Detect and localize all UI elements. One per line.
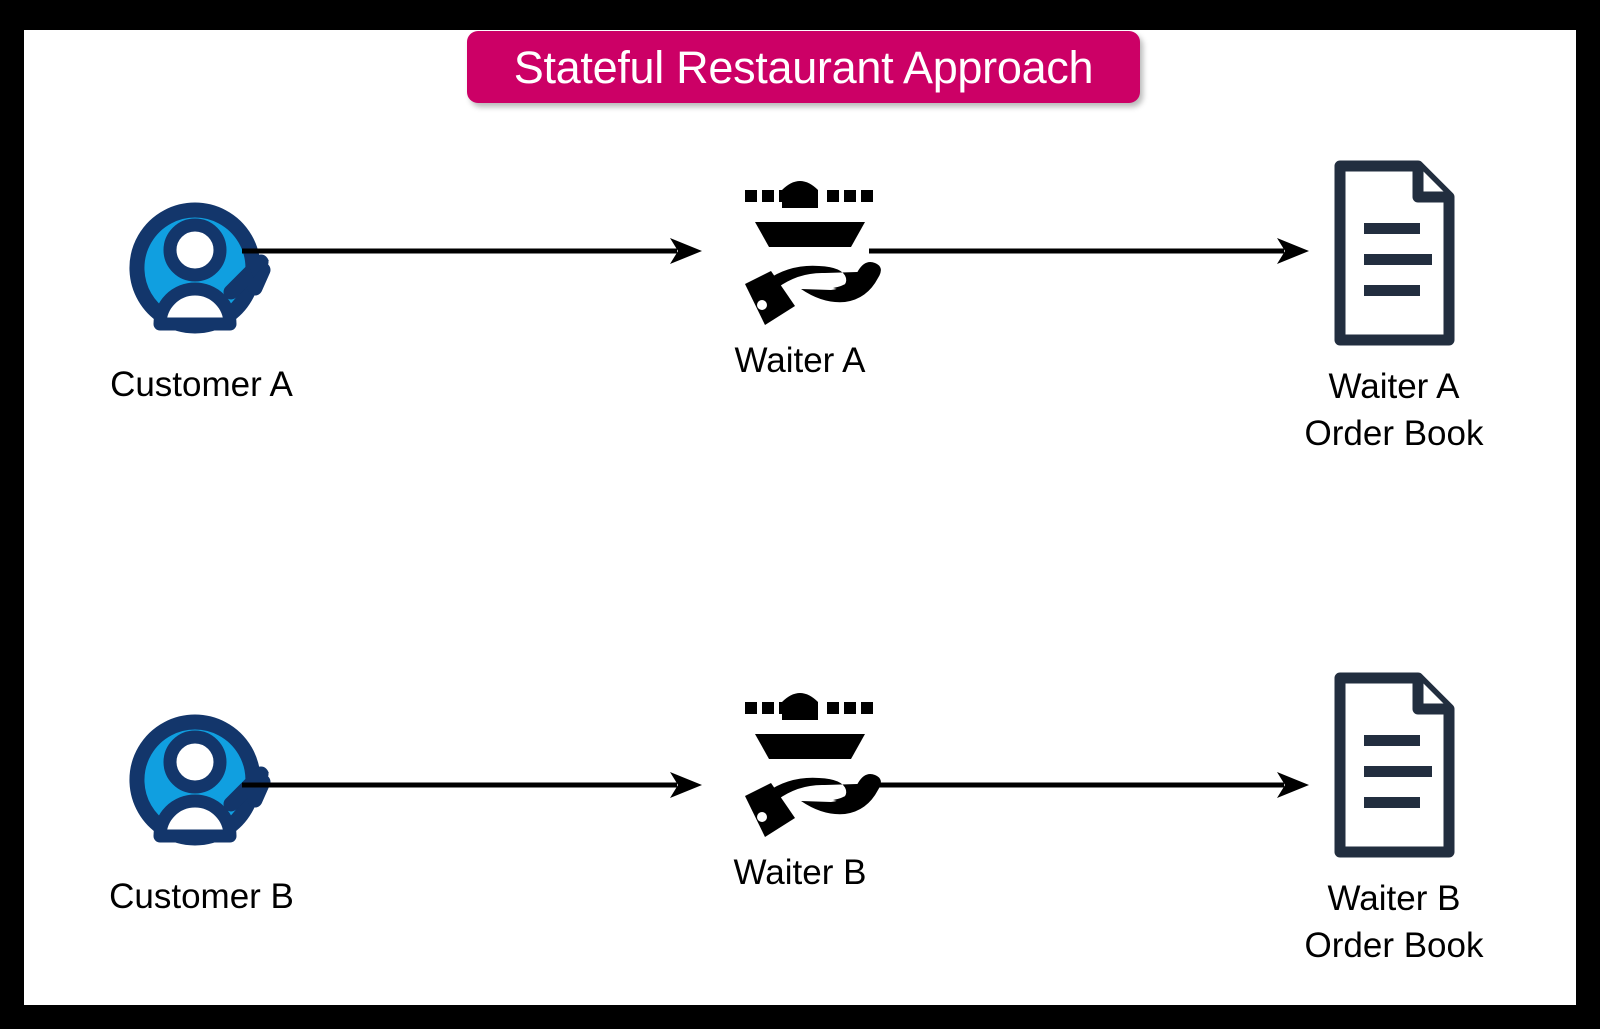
node-document-b-label: Waiter B Order Book xyxy=(1304,879,1484,965)
node-waiter-a-label: Waiter A xyxy=(734,341,866,380)
arrow-right-icon xyxy=(242,236,702,266)
waiter-tray-hand-icon xyxy=(715,168,885,328)
node-waiter-b[interactable]: Waiter B xyxy=(660,680,940,897)
waiter-tray-hand-icon xyxy=(715,680,885,840)
node-document-a-label: Waiter A Order Book xyxy=(1304,367,1484,453)
node-document-b[interactable]: Waiter B Order Book xyxy=(1249,670,1539,969)
user-circle-icon xyxy=(127,708,277,858)
document-icon xyxy=(1332,158,1457,348)
arrow-right-icon xyxy=(242,770,702,800)
page-title: Stateful Restaurant Approach xyxy=(513,41,1094,93)
document-icon xyxy=(1332,670,1457,860)
node-waiter-b-label: Waiter B xyxy=(733,853,867,892)
node-customer-a-label: Customer A xyxy=(110,365,293,404)
diagram-canvas: Stateful Restaurant Approach Customer A xyxy=(24,30,1576,1005)
diagram-row-a: Customer A xyxy=(24,158,1576,458)
arrow-right-icon xyxy=(869,236,1309,266)
arrow-right-icon xyxy=(869,770,1309,800)
user-circle-icon xyxy=(127,196,277,346)
node-customer-a[interactable]: Customer A xyxy=(64,196,339,409)
node-customer-b-label: Customer B xyxy=(109,877,294,916)
diagram-row-b: Customer B xyxy=(24,670,1576,970)
diagram-title-chip: Stateful Restaurant Approach xyxy=(467,31,1140,103)
node-waiter-a[interactable]: Waiter A xyxy=(660,168,940,385)
node-customer-b[interactable]: Customer B xyxy=(64,708,339,921)
node-document-a[interactable]: Waiter A Order Book xyxy=(1249,158,1539,457)
